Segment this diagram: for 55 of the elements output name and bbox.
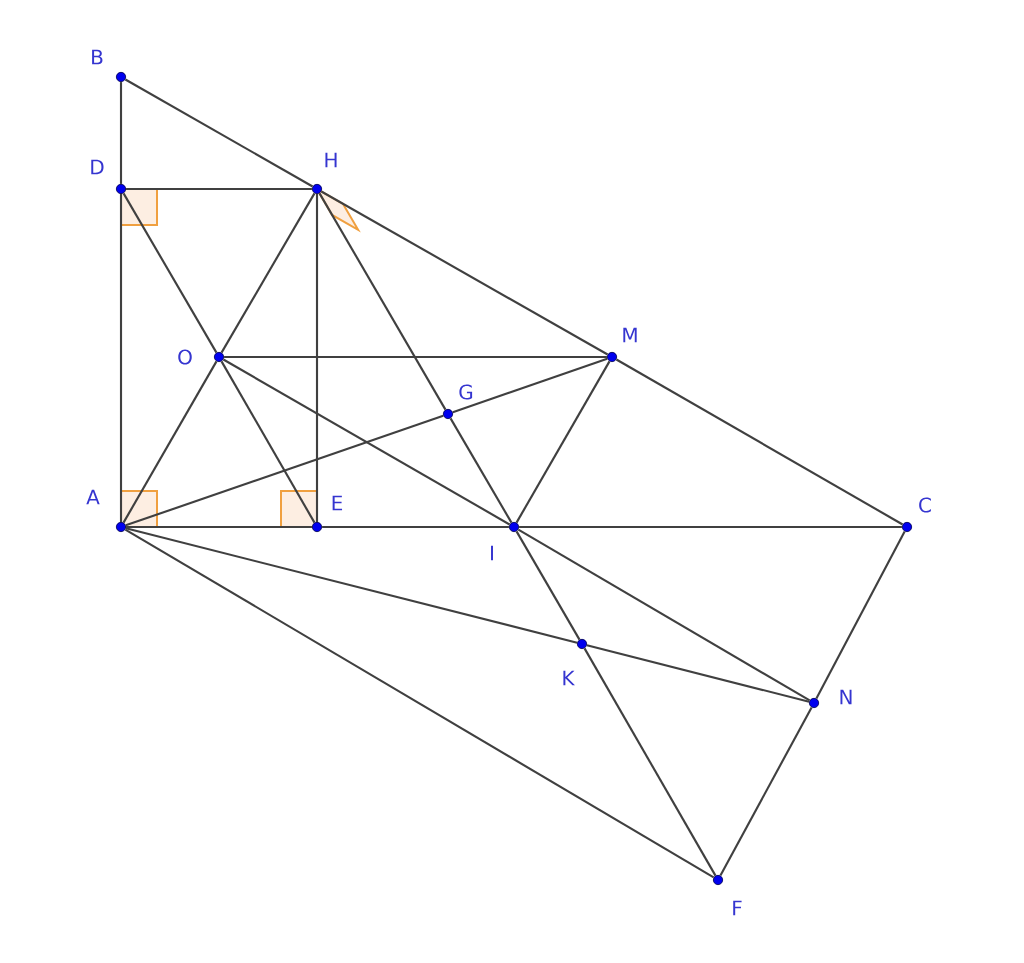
labeled-point: N — [808, 689, 852, 709]
labeled-point: G — [442, 384, 473, 420]
node-label: K — [563, 670, 575, 686]
labeled-point: D — [91, 159, 127, 195]
line-segment — [124, 528, 715, 879]
line-segment — [815, 531, 906, 700]
node-label: O — [178, 349, 192, 365]
labeled-point: O — [178, 349, 225, 365]
line-segment — [126, 187, 312, 191]
line-segment — [222, 358, 511, 526]
line-segment — [125, 414, 444, 527]
line-segment — [119, 82, 123, 184]
line-segment — [125, 527, 578, 644]
labeled-point: M — [606, 327, 637, 363]
line-segment — [224, 355, 607, 359]
node-label: H — [325, 152, 337, 168]
node-label: F — [733, 900, 742, 916]
line-segment — [452, 357, 608, 414]
line-segment — [615, 358, 904, 526]
line-segment — [583, 647, 717, 877]
node-label: B — [92, 49, 103, 65]
line-segment — [449, 417, 513, 524]
line-segment — [719, 706, 813, 877]
node-label: C — [919, 497, 931, 513]
line-segment — [119, 194, 123, 522]
line-segment — [315, 194, 319, 522]
node-label: G — [459, 384, 473, 400]
line-segment — [517, 528, 811, 702]
line-segment — [519, 525, 902, 529]
node-label: D — [91, 159, 104, 175]
labeled-point: B — [92, 49, 127, 83]
labeled-point: A — [86, 489, 127, 533]
line-segment — [515, 530, 581, 641]
node-label: A — [86, 489, 100, 505]
line-segment — [124, 78, 314, 188]
line-segment — [122, 360, 218, 524]
line-segment — [322, 525, 509, 529]
line-segment — [515, 360, 611, 524]
labeled-point: H — [311, 152, 337, 195]
labeled-point: C — [901, 497, 931, 533]
node-label: M — [623, 327, 637, 343]
labeled-point: E — [311, 495, 343, 533]
node-label: E — [332, 495, 343, 511]
line-segment — [586, 644, 810, 703]
labeled-point: I — [491, 521, 520, 561]
line-segment — [320, 190, 609, 356]
node-label: N — [840, 689, 852, 705]
line-segment — [126, 525, 312, 529]
line-segment — [220, 192, 316, 354]
node-label: I — [491, 545, 493, 561]
labeled-point: F — [712, 874, 742, 916]
line-segment — [220, 360, 316, 524]
line-segment — [122, 192, 218, 354]
labeled-point: K — [563, 638, 588, 686]
line-segment — [318, 192, 447, 411]
